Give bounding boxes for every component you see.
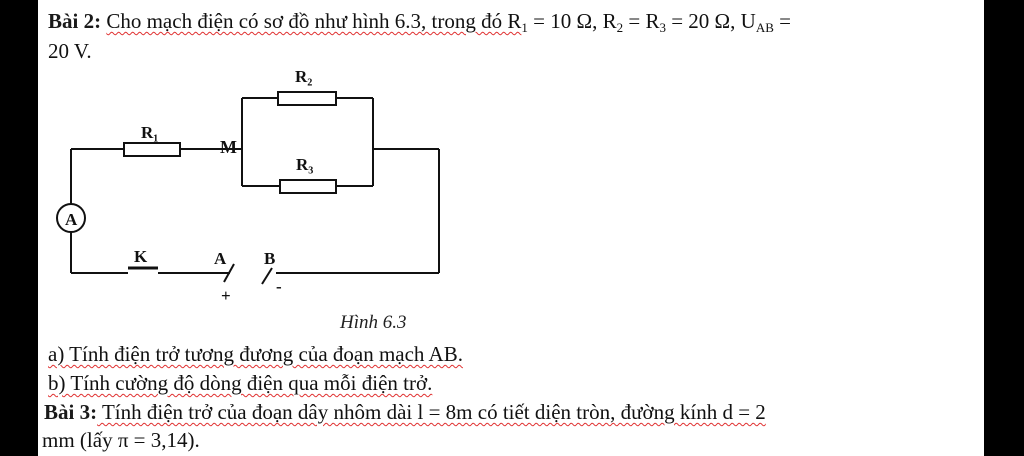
problem2-text-4: = 20 Ω, U <box>665 9 756 33</box>
problem2-line2: 20 V. <box>48 39 92 63</box>
question-b: b) Tính cường độ dòng điện qua mỗi điện … <box>48 371 433 395</box>
r1-subscript: 1 <box>521 20 528 35</box>
problem2-line1: Bài 2: Cho mạch điện có sơ đồ như hình 6… <box>48 8 791 41</box>
problem2-text-2: = 10 Ω, R <box>527 9 617 33</box>
ammeter-label: A <box>65 210 78 229</box>
label-terminal-b: B <box>264 249 275 268</box>
label-m: M <box>220 137 237 157</box>
resistor-r1 <box>123 142 181 157</box>
problem2-text-3: = R <box>623 9 660 33</box>
ammeter <box>56 203 86 233</box>
label-r3: R₃ <box>296 155 313 174</box>
circuit-diagram: R₁ R₂ R₃ M A K A B + - <box>56 67 440 305</box>
label-r2: R₂ <box>295 67 312 86</box>
label-k: K <box>134 247 148 266</box>
problem2-text-1: Cho mạch điện có sơ đồ như hình 6.3, tro… <box>106 9 522 33</box>
resistor-r2 <box>277 91 337 106</box>
figure-caption: Hình 6.3 <box>340 312 407 333</box>
problem2-title: Bài 2: <box>48 9 102 33</box>
label-terminal-a: A <box>214 249 227 268</box>
document-page: Bài 2: Cho mạch điện có sơ đồ như hình 6… <box>38 0 984 456</box>
problem3-title: Bài 3: <box>44 400 98 424</box>
uab-subscript: AB <box>755 20 774 35</box>
question-a: a) Tính điện trở tương đương của đoạn mạ… <box>48 342 463 366</box>
label-minus: - <box>276 277 282 296</box>
problem3-line1: Bài 3: Tính điện trở của đoạn dây nhôm d… <box>44 399 766 425</box>
r2-subscript: 2 <box>616 20 624 35</box>
label-plus: + <box>221 286 231 305</box>
problem2-text-5: = <box>773 9 791 33</box>
resistor-r3 <box>279 179 337 194</box>
problem3-text: Tính điện trở của đoạn dây nhôm dài l = … <box>97 400 766 424</box>
problem3-line2: mm (lấy π = 3,14). <box>42 428 200 452</box>
r3-subscript: 3 <box>659 20 666 35</box>
label-r1: R₁ <box>141 123 158 142</box>
